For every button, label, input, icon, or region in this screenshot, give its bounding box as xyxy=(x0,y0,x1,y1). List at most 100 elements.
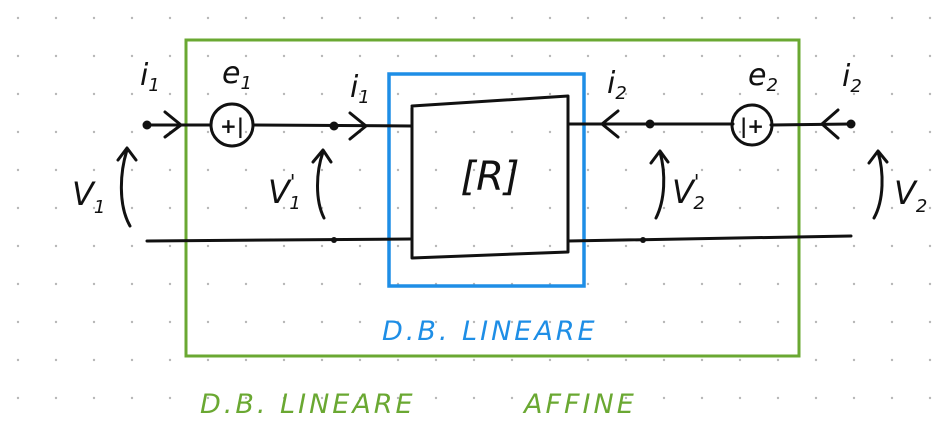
grid-dot xyxy=(890,130,894,134)
grid-dot xyxy=(852,282,856,286)
grid-dot xyxy=(890,54,894,58)
arrow-i2-inner xyxy=(600,109,620,139)
grid-dot xyxy=(16,168,20,172)
grid-dot xyxy=(396,358,400,362)
grid-dot xyxy=(548,16,552,20)
grid-dot xyxy=(852,168,856,172)
grid-dot xyxy=(320,358,324,362)
grid-dot xyxy=(396,320,400,324)
grid-dot xyxy=(54,54,58,58)
grid-dot xyxy=(814,168,818,172)
grid-dot xyxy=(92,206,96,210)
grid-dot xyxy=(320,396,324,400)
grid-dot xyxy=(472,16,476,20)
block-label: [R] xyxy=(460,154,519,200)
source-e1-icon xyxy=(209,102,255,148)
grid-dot xyxy=(434,320,438,324)
grid-dot xyxy=(510,92,514,96)
grid-dot xyxy=(434,358,438,362)
grid-dot xyxy=(434,396,438,400)
grid-dot xyxy=(928,54,932,58)
grid-dot xyxy=(92,54,96,58)
grid-dot xyxy=(738,54,742,58)
grid-dot xyxy=(548,320,552,324)
grid-dot xyxy=(16,16,20,20)
grid-dot xyxy=(510,206,514,210)
dot-grid xyxy=(16,16,932,400)
grid-dot xyxy=(320,282,324,286)
grid-dot xyxy=(624,358,628,362)
grid-dot xyxy=(852,54,856,58)
grid-dot xyxy=(928,16,932,20)
grid-dot xyxy=(472,168,476,172)
grid-dot xyxy=(168,54,172,58)
grid-dot xyxy=(662,92,666,96)
grid-dot xyxy=(814,282,818,286)
grid-dot xyxy=(890,92,894,96)
grid-dot xyxy=(890,16,894,20)
grid-dot xyxy=(776,396,780,400)
grid-dot xyxy=(206,244,210,248)
grid-dot xyxy=(928,206,932,210)
wire-top-right-b xyxy=(769,122,853,127)
grid-dot xyxy=(92,92,96,96)
grid-dot xyxy=(320,54,324,58)
grid-dot xyxy=(434,130,438,134)
grid-dot xyxy=(548,54,552,58)
grid-dot xyxy=(814,54,818,58)
grid-dot xyxy=(586,396,590,400)
grid-dot xyxy=(130,320,134,324)
grid-dot xyxy=(282,54,286,58)
grid-dot xyxy=(396,206,400,210)
grid-dot xyxy=(814,358,818,362)
grid-dot xyxy=(738,206,742,210)
grid-dot xyxy=(396,168,400,172)
grid-dot xyxy=(700,130,704,134)
grid-dot xyxy=(814,206,818,210)
grid-dot xyxy=(624,206,628,210)
grid-dot xyxy=(54,320,58,324)
grid-dot xyxy=(928,282,932,286)
grid-dot xyxy=(624,16,628,20)
grid-dot xyxy=(928,358,932,362)
inner-box xyxy=(387,72,586,288)
grid-dot xyxy=(472,396,476,400)
grid-dot xyxy=(282,206,286,210)
grid-dot xyxy=(662,320,666,324)
grid-dot xyxy=(244,206,248,210)
grid-dot xyxy=(890,358,894,362)
source-e2-icon xyxy=(730,103,774,147)
grid-dot xyxy=(928,244,932,248)
grid-dot xyxy=(244,320,248,324)
grid-dot xyxy=(434,244,438,248)
label-i2-right: i2 xyxy=(842,59,862,97)
label-v1: V1 xyxy=(72,175,105,218)
grid-dot xyxy=(206,206,210,210)
grid-dot xyxy=(434,168,438,172)
node-v1p-bottom xyxy=(331,237,337,243)
grid-dot xyxy=(130,396,134,400)
grid-dot xyxy=(852,206,856,210)
grid-dot xyxy=(320,92,324,96)
grid-dot xyxy=(16,282,20,286)
grid-dot xyxy=(510,16,514,20)
grid-dot xyxy=(890,282,894,286)
grid-dot xyxy=(358,168,362,172)
arrow-i2-right xyxy=(820,108,840,140)
grid-dot xyxy=(168,92,172,96)
grid-dot xyxy=(852,16,856,20)
grid-dot xyxy=(396,92,400,96)
grid-dot xyxy=(624,320,628,324)
grid-dot xyxy=(700,396,704,400)
grid-dot xyxy=(130,92,134,96)
grid-dot xyxy=(700,320,704,324)
grid-dot xyxy=(358,16,362,20)
grid-dot xyxy=(358,358,362,362)
grid-dot xyxy=(776,92,780,96)
resistor-block xyxy=(410,94,570,260)
grid-dot xyxy=(700,206,704,210)
grid-dot xyxy=(168,244,172,248)
grid-dot xyxy=(852,92,856,96)
grid-dot xyxy=(54,168,58,172)
grid-dot xyxy=(738,320,742,324)
